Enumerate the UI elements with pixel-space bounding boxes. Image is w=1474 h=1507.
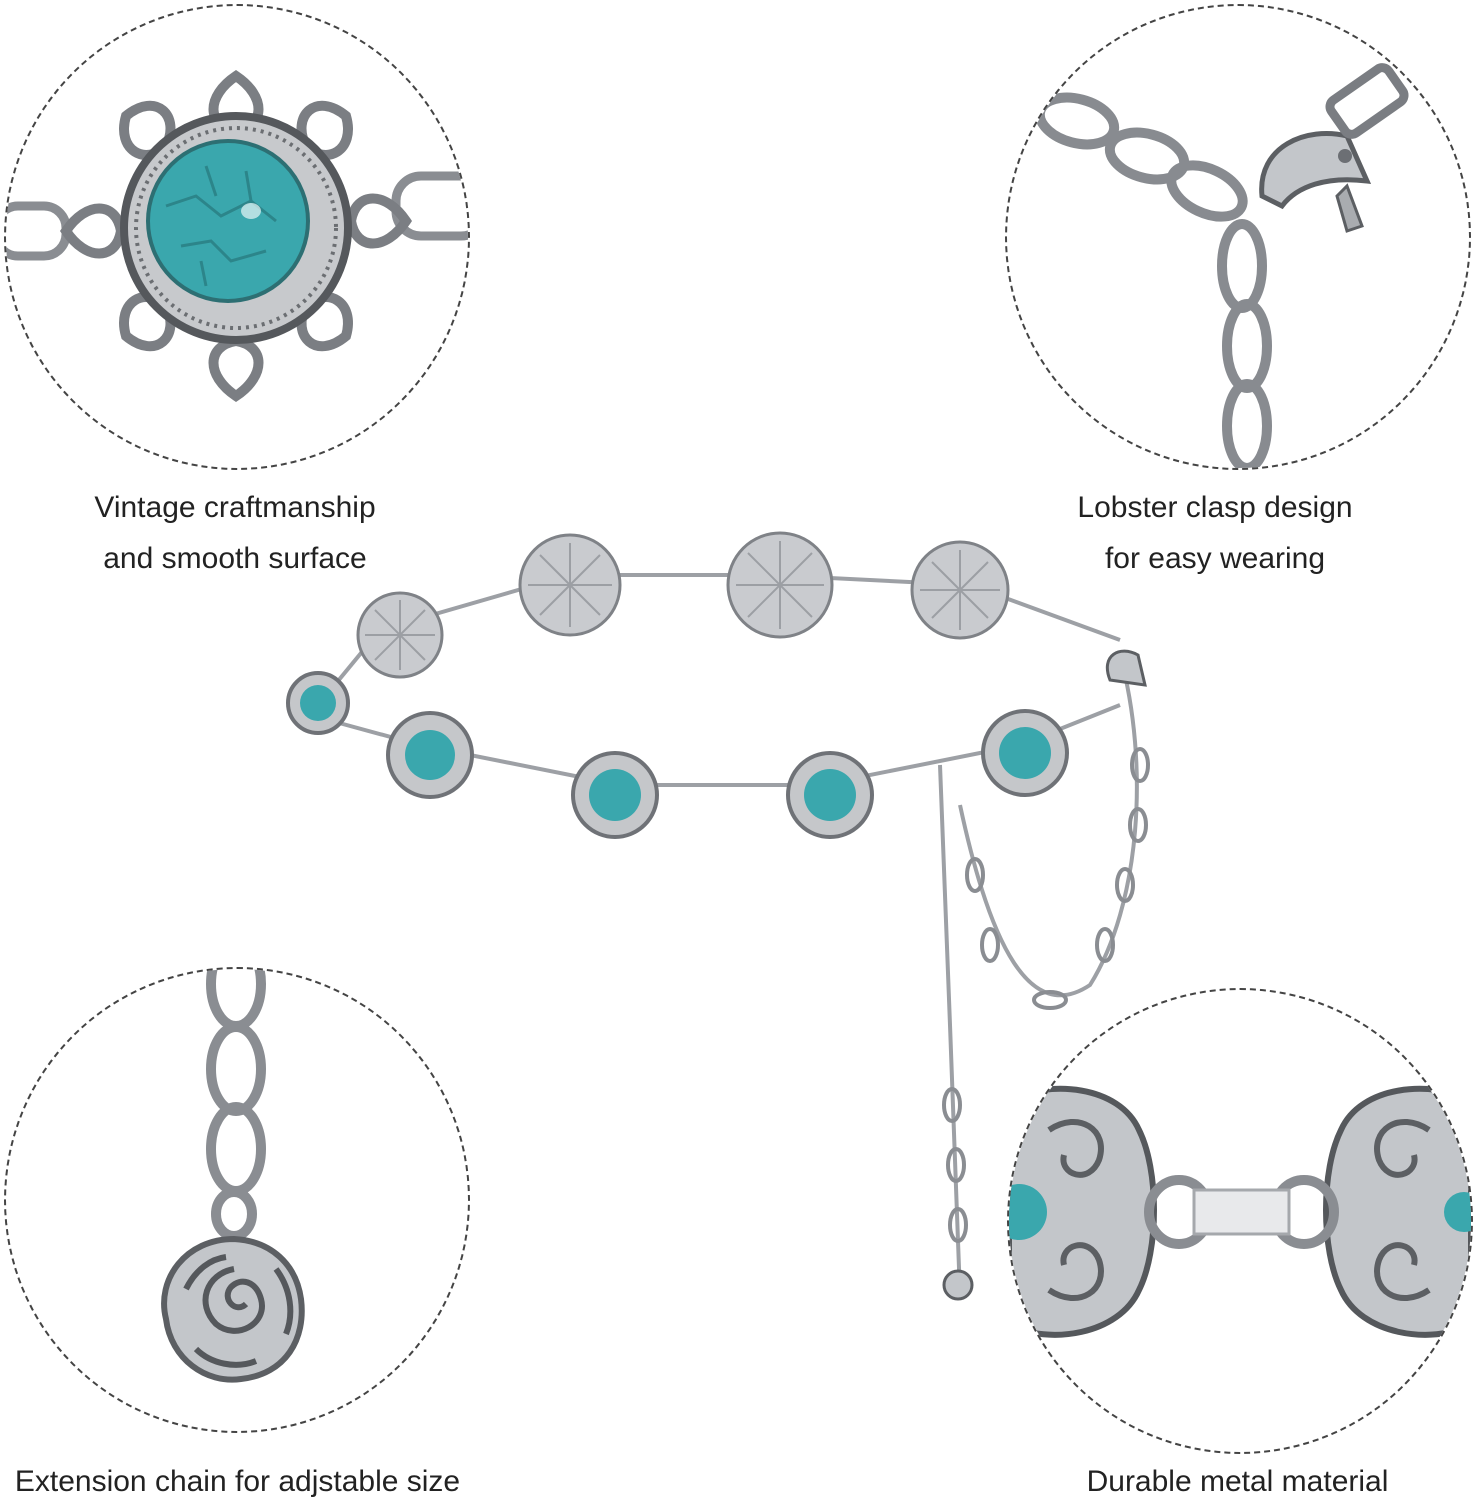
caption-line-1: Extension chain for adjstable size: [14, 1465, 461, 1498]
turquoise-concho-icon: [6, 69, 468, 403]
caption-line-1: Lobster clasp design: [1077, 491, 1353, 524]
detail-circle-clasp: [1005, 4, 1471, 470]
detail-circle-metal: [1007, 988, 1473, 1454]
chain-link-icon: [1009, 1085, 1471, 1338]
caption-line-1: Vintage craftmanship: [94, 491, 376, 524]
rose-charm-icon: [161, 969, 305, 1383]
caption-line-1: Durable metal material: [1086, 1465, 1389, 1498]
caption-line-2: and smooth surface: [103, 542, 367, 575]
product-belt-image: [270, 505, 1190, 1310]
caption-durable-metal: Durable metal material: [1020, 1456, 1455, 1507]
caption-extension-chain: Extension chain for adjstable size: [0, 1456, 475, 1507]
caption-vintage-craftmanship: Vintage craftmanship and smooth surface: [35, 482, 435, 584]
lobster-clasp-icon: [1034, 63, 1409, 468]
detail-circle-concho: [4, 4, 470, 470]
detail-circle-extension-chain: [4, 967, 470, 1433]
caption-lobster-clasp: Lobster clasp design for easy wearing: [1015, 482, 1415, 584]
caption-line-2: for easy wearing: [1104, 542, 1326, 575]
concho-belt-icon: [286, 531, 1150, 1301]
